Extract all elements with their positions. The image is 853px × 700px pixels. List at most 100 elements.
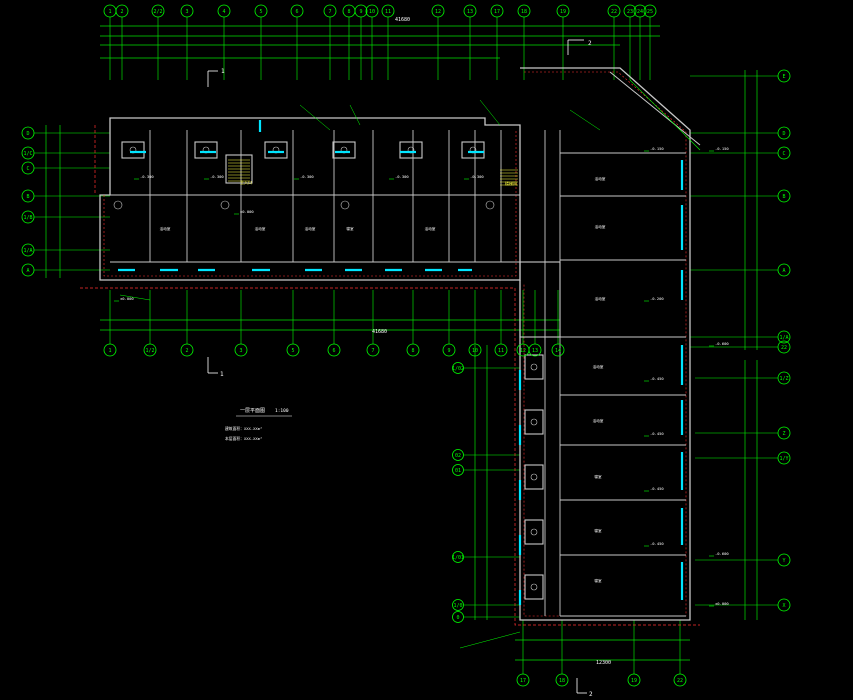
axis-bubble-label: 3 bbox=[185, 9, 188, 15]
axis-bubble-label: D bbox=[26, 131, 29, 137]
axis-bubble bbox=[21, 243, 35, 257]
axis-bubble-label: X bbox=[782, 603, 785, 609]
axis-bubble-label: 24 bbox=[637, 9, 643, 15]
axis-bubble-label: 11 bbox=[498, 348, 504, 354]
axis-bubble-label: 5 bbox=[259, 9, 262, 15]
east-wing-inner-hatch bbox=[523, 71, 687, 617]
axis-bubble-label: 23 bbox=[627, 9, 633, 15]
toilet-block bbox=[461, 141, 485, 159]
axis-bubble-label: 01 bbox=[455, 468, 461, 474]
axis-bubble bbox=[777, 598, 791, 612]
axis-bubble-label: 7 bbox=[371, 348, 374, 354]
room-label: 寝室 bbox=[594, 528, 602, 533]
axis-bubble bbox=[143, 343, 157, 357]
axis-bubble bbox=[452, 611, 464, 623]
entrance-label: 主入口 bbox=[240, 179, 252, 185]
axis-bubble-label: 6 bbox=[295, 9, 298, 15]
toilet-block bbox=[399, 141, 423, 159]
axis-bubble bbox=[442, 343, 456, 357]
west-wing-inner-hatch bbox=[103, 129, 517, 277]
axis-bubble-label: 13 bbox=[467, 9, 473, 15]
axis-bubble-label: 2 bbox=[185, 348, 188, 354]
room-label: 活动室 bbox=[425, 226, 436, 231]
elevation-label: -0.450 bbox=[650, 431, 664, 436]
room-label: 寝室 bbox=[594, 474, 602, 479]
axis-bubble-label: C bbox=[782, 151, 785, 157]
room-label: 活动室 bbox=[595, 224, 606, 229]
leader-line bbox=[569, 109, 601, 131]
axis-bubble bbox=[381, 4, 395, 18]
axis-bubble-label: 7 bbox=[328, 9, 331, 15]
axis-bubble-label: 1 bbox=[108, 348, 111, 354]
axis-bubble-label: 22 bbox=[781, 345, 787, 351]
axis-bubble bbox=[777, 189, 791, 203]
axis-bubble bbox=[452, 362, 464, 374]
axis-bubble-label: 17 bbox=[494, 9, 500, 15]
elevation-label: -0.300 bbox=[140, 174, 154, 179]
axis-bubble bbox=[516, 673, 530, 687]
toilet-block bbox=[121, 141, 145, 159]
axis-bubble-label: D bbox=[782, 131, 785, 137]
toilet-block bbox=[194, 141, 218, 159]
axis-bubble bbox=[290, 4, 304, 18]
elevation-label: -0.450 bbox=[650, 376, 664, 381]
axis-bubble-label: 1/C bbox=[23, 151, 32, 157]
room-label: 活动室 bbox=[305, 226, 316, 231]
section-marker-2-bottom-label: 2 bbox=[589, 691, 593, 698]
room-label: 寝室 bbox=[346, 226, 354, 231]
axis-bubble-label: 25 bbox=[647, 9, 653, 15]
elevation-label: -0.300 bbox=[210, 174, 224, 179]
axis-bubble bbox=[623, 4, 637, 18]
note-line-2: 本层面积：XXX.XXm² bbox=[225, 436, 262, 441]
axis-bubble-label: 1/01 bbox=[452, 555, 464, 561]
axis-bubble bbox=[517, 4, 531, 18]
canopy-line bbox=[80, 287, 700, 626]
toilet-fixture bbox=[530, 363, 538, 371]
toilet-fixture bbox=[530, 473, 538, 481]
link-block bbox=[519, 261, 561, 338]
axis-bubble bbox=[463, 4, 477, 18]
elevation-label: ±0.000 bbox=[240, 209, 254, 214]
east-toilet-block bbox=[524, 519, 544, 545]
section-marker-1-top-label: 1 bbox=[221, 68, 225, 75]
axis-bubble bbox=[452, 464, 464, 476]
axis-bubble-label: 6 bbox=[332, 348, 335, 354]
leader-line bbox=[349, 104, 361, 126]
axis-bubble-label: 10 bbox=[369, 9, 375, 15]
axis-bubble-label: 19 bbox=[560, 9, 566, 15]
section-marker-2-bottom: 2 bbox=[576, 678, 593, 698]
plan-labels: 活动室活动室活动室活动室活动室活动室活动室活动室活动室寝室寝室寝室寝室±0.00… bbox=[114, 99, 729, 649]
axis-bubble-label: 4 bbox=[222, 9, 225, 15]
axis-bubble-label: 13 bbox=[532, 348, 538, 354]
axis-bubble-label: 10 bbox=[472, 348, 478, 354]
axis-bubble bbox=[777, 340, 791, 354]
axis-bubble bbox=[234, 343, 248, 357]
axis-bubble bbox=[115, 4, 129, 18]
axis-bubble-label: 1/Y bbox=[779, 456, 788, 462]
toilet-block bbox=[264, 141, 288, 159]
axis-bubble bbox=[21, 263, 35, 277]
elevation-label: -0.300 bbox=[300, 174, 314, 179]
section-marker-2-top-label: 2 bbox=[588, 40, 592, 47]
axis-bubble-label: 18 bbox=[521, 9, 527, 15]
note-line-1: 建筑面积：XXX.XXm² bbox=[225, 426, 262, 431]
axis-bubble bbox=[365, 4, 379, 18]
axis-bubble-label: 1/0 bbox=[453, 603, 462, 609]
room-label: 活动室 bbox=[593, 418, 604, 423]
toilet-fixture bbox=[530, 528, 538, 536]
axis-bubble bbox=[354, 4, 368, 18]
diagonal-grid bbox=[629, 79, 701, 151]
room-label: 活动室 bbox=[255, 226, 266, 231]
elevation-label: -0.600 bbox=[715, 551, 729, 556]
axis-bubble-label: 8 bbox=[347, 9, 350, 15]
axis-bubble-label: 12 bbox=[520, 348, 526, 354]
toilet-fixture bbox=[530, 418, 538, 426]
room-label: 活动室 bbox=[160, 226, 171, 231]
room-label: 活动室 bbox=[595, 296, 606, 301]
axis-bubble-label: 9 bbox=[359, 9, 362, 15]
axis-bubble-label: C bbox=[26, 166, 29, 172]
axis-bubble-label: 9 bbox=[447, 348, 450, 354]
axis-bubble bbox=[431, 4, 445, 18]
